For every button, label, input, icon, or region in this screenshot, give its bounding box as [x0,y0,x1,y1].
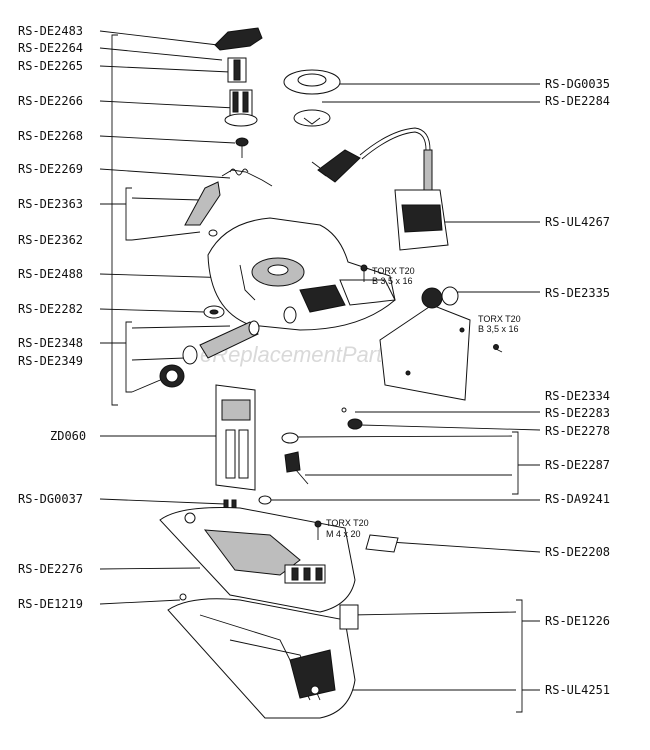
label-rs-de2265[interactable]: RS-DE2265 [18,59,83,73]
screw-note-2-line2: B 3,5 x 16 [478,324,519,334]
part-dial-disc[interactable] [293,109,331,127]
screw-pair[interactable] [223,499,237,509]
label-rs-dg0035[interactable]: RS-DG0035 [545,77,610,91]
part-cap[interactable] [214,27,263,51]
part-small-screw[interactable] [179,593,187,601]
part-o-ring[interactable] [281,432,299,444]
part-plug[interactable] [159,345,198,388]
label-rs-de2284[interactable]: RS-DE2284 [545,94,610,108]
part-valve[interactable] [284,451,309,485]
part-dial[interactable] [283,69,341,95]
label-rs-de2287[interactable]: RS-DE2287 [545,458,610,472]
label-rs-de2349[interactable]: RS-DE2349 [18,354,83,368]
part-water-tank[interactable] [215,384,256,491]
label-rs-de2483[interactable]: RS-DE2483 [18,24,83,38]
screw-housing[interactable] [360,264,368,282]
part-skirt[interactable] [159,507,356,613]
screw-handle[interactable] [493,344,503,353]
part-thermostat[interactable] [224,89,258,127]
screw-note-2-line1: TORX T20 [478,314,521,324]
right-leader-lines [270,83,541,713]
label-rs-de2335[interactable]: RS-DE2335 [545,286,610,300]
part-power-cord[interactable] [311,127,449,251]
parts: TORX T20 B 3,5 x 16 [159,27,521,719]
label-rs-de1226[interactable]: RS-DE1226 [545,614,610,628]
left-labels: RS-DE2483 RS-DE2264 RS-DE2265 RS-DE2266 … [18,24,86,611]
screw-note-3-line2: M 4 x 20 [326,529,361,539]
left-main-bracket [111,34,118,406]
label-rs-ul4251[interactable]: RS-UL4251 [545,683,610,697]
label-rs-de2276[interactable]: RS-DE2276 [18,562,83,576]
label-zd060[interactable]: ZD060 [50,429,86,443]
screw-note-1-line2: B 3,5 x 16 [372,276,413,286]
label-rs-de1219[interactable]: RS-DE1219 [18,597,83,611]
label-rs-de2362[interactable]: RS-DE2362 [18,233,83,247]
label-rs-de2363[interactable]: RS-DE2363 [18,197,83,211]
right-labels: RS-DG0035 RS-DE2284 RS-UL4267 RS-DE2335 … [545,77,610,697]
label-rs-de2208[interactable]: RS-DE2208 [545,545,610,559]
screw-note-1-line1: TORX T20 [372,266,415,276]
part-soleplate[interactable] [167,598,359,719]
part-lever[interactable] [184,181,221,226]
part-button[interactable] [347,418,363,430]
label-rs-de2269[interactable]: RS-DE2269 [18,162,83,176]
part-seal[interactable] [258,495,272,505]
part-pin[interactable] [341,407,347,413]
label-rs-de2334[interactable]: RS-DE2334 [545,389,610,403]
screw-note-3-line1: TORX T20 [326,518,369,528]
label-rs-da9241[interactable]: RS-DA9241 [545,492,610,506]
label-rs-de2282[interactable]: RS-DE2282 [18,302,83,316]
label-rs-de2278[interactable]: RS-DE2278 [545,424,610,438]
label-rs-de2264[interactable]: RS-DE2264 [18,41,83,55]
screw-soleplate[interactable] [314,520,322,540]
part-tube[interactable] [199,320,260,359]
part-spring[interactable] [221,169,273,187]
label-rs-de2268[interactable]: RS-DE2268 [18,129,83,143]
label-rs-de2488[interactable]: RS-DE2488 [18,267,83,281]
left-leader-lines [99,30,236,605]
label-rs-dg0037[interactable]: RS-DG0037 [18,492,83,506]
label-rs-de2348[interactable]: RS-DE2348 [18,336,83,350]
part-rating-label[interactable] [365,534,399,553]
label-rs-de2266[interactable]: RS-DE2266 [18,94,83,108]
label-rs-ul4267[interactable]: RS-UL4267 [545,215,610,229]
part-housing[interactable] [207,217,396,331]
part-knob-small[interactable] [235,137,249,158]
label-rs-de2283[interactable]: RS-DE2283 [545,406,610,420]
part-handle-cover[interactable] [379,286,471,401]
